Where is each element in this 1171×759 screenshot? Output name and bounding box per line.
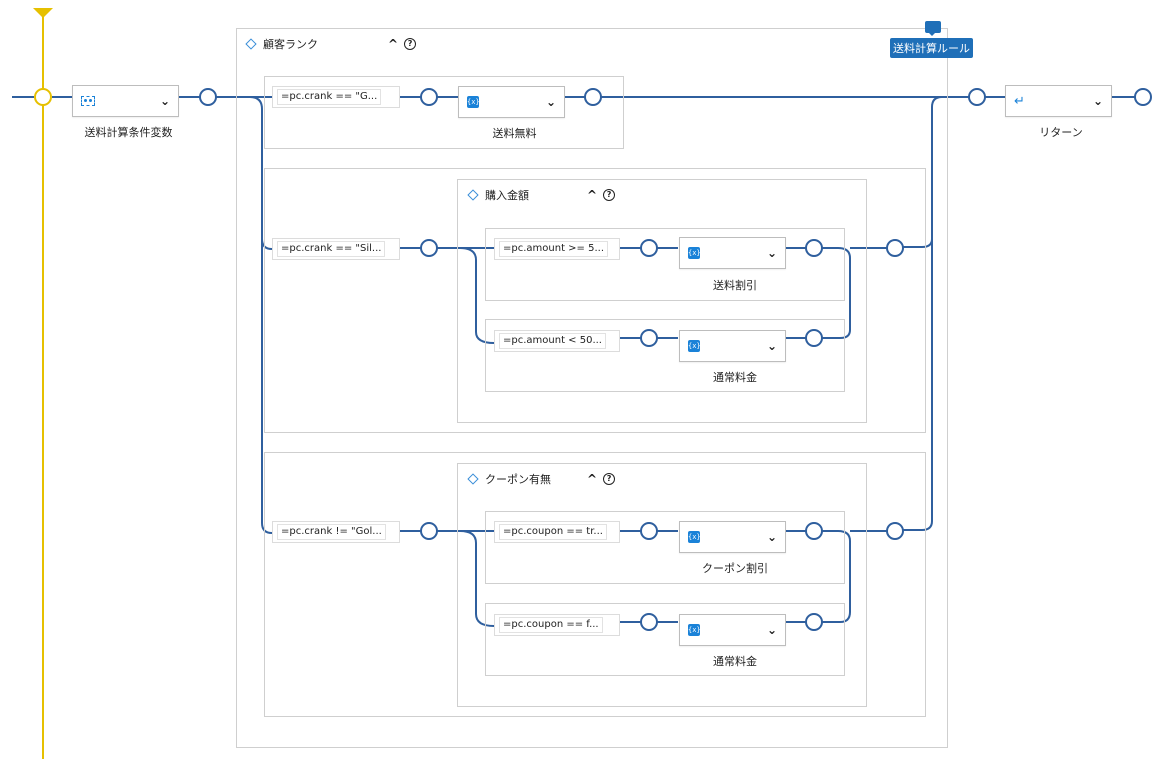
chevron-down-icon[interactable]: ⌄ <box>545 95 556 109</box>
action-normal-fee-2[interactable]: {x} ⌄ <box>679 614 786 646</box>
action-label: 通常料金 <box>713 655 757 668</box>
connector-node <box>805 329 823 347</box>
connector-node <box>640 522 658 540</box>
connector-node <box>805 613 823 631</box>
chevron-down-icon[interactable]: ⌄ <box>766 339 777 353</box>
variable-icon: {x} <box>688 340 701 352</box>
action-normal-fee[interactable]: {x} ⌄ <box>679 330 786 362</box>
help-circle-icon[interactable]: ? <box>603 189 616 201</box>
rank-group-header: 顧客ランク ^ ? <box>245 36 417 52</box>
help-circle-icon[interactable]: ? <box>603 473 616 485</box>
amount-group-title: 購入金額 <box>485 189 529 202</box>
connector-node <box>199 88 217 106</box>
condition-amount-low[interactable]: =pc.amount < 50... <box>494 330 620 352</box>
connector-node <box>886 522 904 540</box>
chevron-up-icon[interactable]: ^ <box>587 188 598 202</box>
chevron-down-icon[interactable]: ⌄ <box>1092 94 1103 108</box>
start-variable-node[interactable]: ⌄ <box>72 85 179 117</box>
action-shipping-discount[interactable]: {x} ⌄ <box>679 237 786 269</box>
connector-node <box>1134 88 1152 106</box>
chevron-up-icon[interactable]: ^ <box>587 472 598 486</box>
variable-icon: {x} <box>688 247 701 259</box>
return-node[interactable]: ↵ ⌄ <box>1005 85 1112 117</box>
diamond-icon <box>245 38 257 50</box>
connector-node <box>420 88 438 106</box>
connector-node <box>420 522 438 540</box>
connector-node <box>640 329 658 347</box>
rank-group-title: 顧客ランク <box>263 38 318 51</box>
connector-node <box>420 239 438 257</box>
action-label: 通常料金 <box>713 371 757 384</box>
condition-coupon-false[interactable]: =pc.coupon == f... <box>494 614 620 636</box>
action-label: クーポン割引 <box>702 562 768 575</box>
connector-node <box>640 239 658 257</box>
branch-frame-other <box>264 452 926 717</box>
condition-gold[interactable]: =pc.crank == "G... <box>272 86 400 108</box>
amount-group-header: 購入金額 ^ ? <box>467 187 616 203</box>
coupon-branch-frame-2 <box>485 603 845 676</box>
connector-node <box>640 613 658 631</box>
condition-silver[interactable]: =pc.crank == "Sil... <box>272 238 400 260</box>
action-label: 送料割引 <box>713 279 757 292</box>
connector-node <box>968 88 986 106</box>
return-node-label: リターン <box>1039 126 1083 139</box>
diamond-icon <box>467 189 479 201</box>
variable-icon: {x} <box>688 624 701 636</box>
condition-amount-high[interactable]: =pc.amount >= 5... <box>494 238 620 260</box>
comment-icon-tail <box>928 32 936 36</box>
rank-group-frame <box>236 28 948 748</box>
chevron-up-icon[interactable]: ^ <box>388 37 399 51</box>
help-circle-icon[interactable]: ? <box>404 38 417 50</box>
coupon-branch-frame-1 <box>485 511 845 584</box>
variable-icon: {x} <box>688 531 701 543</box>
chevron-down-icon[interactable]: ⌄ <box>159 94 170 108</box>
amount-group-frame <box>457 179 867 423</box>
comment-icon[interactable] <box>925 21 941 33</box>
coupon-group-title: クーポン有無 <box>485 473 551 486</box>
rule-tag[interactable]: 送料計算ルール <box>890 38 973 58</box>
chevron-down-icon[interactable]: ⌄ <box>766 623 777 637</box>
amount-branch-frame-2 <box>485 319 845 392</box>
chevron-down-icon[interactable]: ⌄ <box>766 246 777 260</box>
connector-node <box>886 239 904 257</box>
coupon-group-frame <box>457 463 867 707</box>
condition-not-gold[interactable]: =pc.crank != "Gol... <box>272 521 400 543</box>
branch-frame-gold <box>264 76 624 149</box>
return-arrow-icon: ↵ <box>1014 93 1025 109</box>
connector-node <box>805 522 823 540</box>
amount-branch-frame-1 <box>485 228 845 301</box>
variable-set-icon <box>81 96 95 106</box>
condition-coupon-true[interactable]: =pc.coupon == tr... <box>494 521 620 543</box>
action-free-shipping[interactable]: {x} ⌄ <box>458 86 565 118</box>
action-coupon-discount[interactable]: {x} ⌄ <box>679 521 786 553</box>
chevron-down-icon[interactable]: ⌄ <box>766 530 777 544</box>
connector-node <box>805 239 823 257</box>
action-label: 送料無料 <box>492 127 537 140</box>
diamond-icon <box>467 473 479 485</box>
branch-frame-silver <box>264 168 926 433</box>
coupon-group-header: クーポン有無 ^ ? <box>467 471 616 487</box>
variable-icon: {x} <box>467 96 480 108</box>
start-node-label: 送料計算条件変数 <box>84 126 173 139</box>
connector-node <box>584 88 602 106</box>
timeline-node <box>34 88 52 106</box>
timeline-marker-icon <box>33 8 53 18</box>
